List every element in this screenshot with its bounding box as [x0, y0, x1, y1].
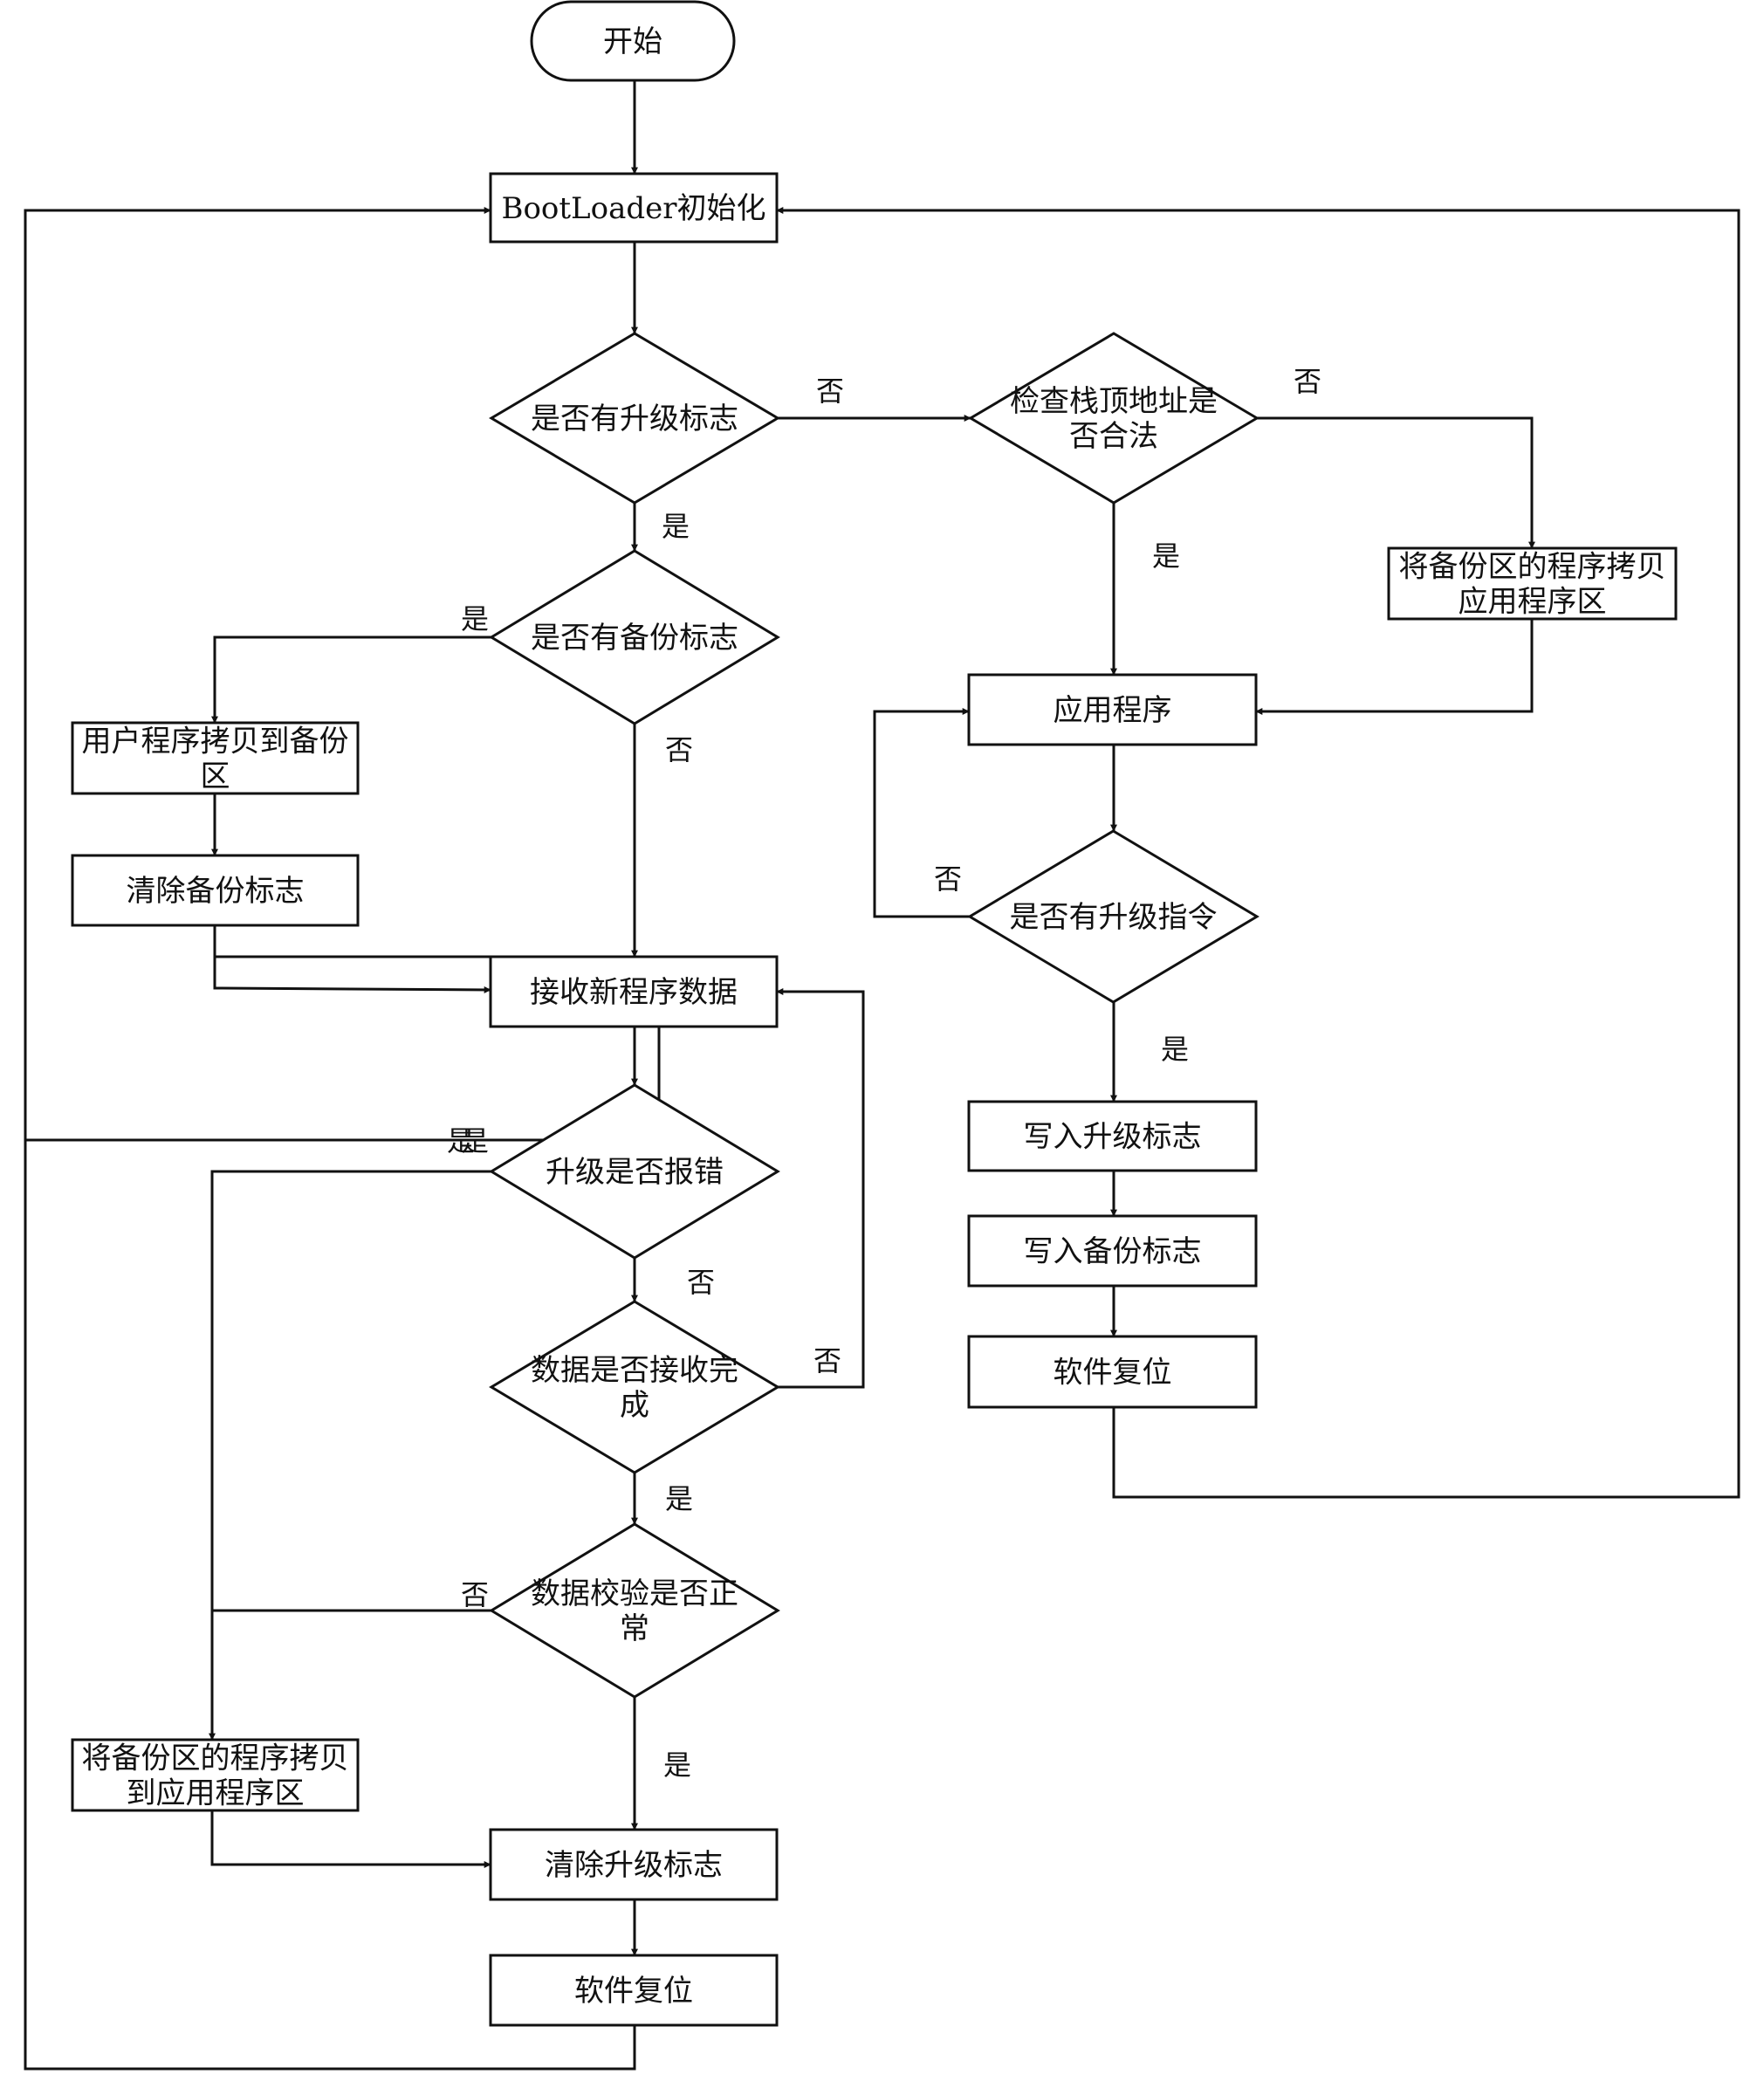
- process-shape: [967, 673, 1258, 746]
- node-label: 成: [620, 1388, 649, 1423]
- edge-check-stack-addr-to-restore-backup-right: [1257, 416, 1535, 549]
- node-label: 否合法: [1069, 419, 1158, 454]
- node-label: 清除备份标志: [127, 874, 305, 909]
- node-label: 将备份区的程序拷贝: [82, 1741, 349, 1776]
- decision-shape: [489, 332, 780, 505]
- edge-label-no: 否: [816, 374, 844, 408]
- edge-label-no: 否: [461, 1578, 489, 1611]
- node-label: 软件复位: [1054, 1356, 1172, 1391]
- node-label: 用户程序拷贝到备份: [82, 725, 349, 759]
- node-label: 是否有升级指令: [1010, 900, 1218, 935]
- process-shape: [967, 1335, 1258, 1409]
- terminal-shape: [530, 0, 736, 82]
- node-upgrade-error: 升级是否报错: [489, 1083, 780, 1260]
- node-label: 到应用程序区: [127, 1776, 305, 1811]
- decision-shape: [489, 1522, 780, 1699]
- edge-has-backup-flag-to-copy-user-to-backup: [211, 635, 491, 724]
- node-application: 应用程序: [967, 673, 1258, 746]
- edge-label-yes: 是: [461, 1124, 489, 1157]
- edge-has-upgrade-cmd-to-application: [873, 708, 970, 918]
- decision-shape: [489, 549, 780, 725]
- edge-data-complete-to-receive-new-data: [776, 988, 865, 1389]
- process-shape: [489, 172, 779, 244]
- edge-label-yes: 是: [447, 1124, 475, 1157]
- process-shape: [967, 1214, 1258, 1288]
- process-shape: [489, 1954, 779, 2027]
- node-label: 写入升级标志: [1024, 1120, 1202, 1155]
- process-shape: [71, 854, 360, 927]
- node-label: 检查栈顶地址是: [1010, 384, 1218, 419]
- edge-label-yes: 是: [1152, 539, 1180, 573]
- node-label: 开始: [603, 24, 662, 59]
- edge-upgrade-error-yes-overlap-connector: [25, 955, 661, 1142]
- node-label: 清除升级标志: [545, 1848, 723, 1883]
- process-shape: [489, 1828, 779, 1901]
- node-write-backup-flag: 写入备份标志: [967, 1214, 1258, 1288]
- node-label: BootLoader初始化: [501, 191, 765, 226]
- edge-soft-reset-right-to-bootloader-init: [776, 207, 1740, 1499]
- node-label: 软件复位: [574, 1974, 693, 2009]
- node-has-upgrade-flag: 是否有升级标志: [489, 332, 780, 505]
- edge-label-yes: 是: [461, 602, 489, 635]
- edge-label-no: 否: [665, 733, 693, 766]
- node-clear-upgrade-flag: 清除升级标志: [489, 1828, 779, 1901]
- edge-restore-backup-left-to-clear-upgrade-flag: [210, 1810, 491, 1868]
- process-shape: [967, 1100, 1258, 1172]
- edge-upgrade-error-to-restore-backup-left: [209, 1170, 491, 1741]
- edge-clear-backup-flag-to-receive-new-data: [213, 925, 491, 993]
- nodes-layer: 开始 BootLoader初始化是否有升级标志是否有备份标志用户程序拷贝到备份区清…: [71, 0, 1678, 2027]
- node-label: 是否有升级标志: [531, 402, 738, 436]
- node-label: 接收新程序数据: [530, 975, 738, 1010]
- node-label: 将备份区的程序拷贝: [1399, 550, 1666, 585]
- edge-label-no: 否: [687, 1266, 715, 1299]
- process-shape: [1387, 546, 1678, 621]
- edge-restore-backup-right-to-application: [1255, 619, 1534, 715]
- node-label: 常: [620, 1611, 649, 1646]
- node-receive-new-data: 接收新程序数据: [489, 955, 779, 1028]
- edges-layer: [24, 80, 1740, 2071]
- edge-label-yes: 是: [662, 510, 690, 543]
- edge-label-no: 否: [934, 862, 962, 896]
- node-has-upgrade-cmd: 是否有升级指令: [967, 829, 1260, 1004]
- node-label: 区: [201, 759, 230, 794]
- edge-label-no: 否: [1294, 365, 1321, 398]
- node-clear-backup-flag: 清除备份标志: [71, 854, 360, 927]
- node-bootloader-init: BootLoader初始化: [489, 172, 779, 244]
- edge-label-no: 否: [813, 1344, 841, 1377]
- node-label: 升级是否报错: [546, 1155, 724, 1190]
- node-label: 应用程序区: [1459, 585, 1607, 620]
- node-start: 开始: [530, 0, 736, 82]
- decision-shape: [489, 1083, 780, 1260]
- decision-shape: [489, 1300, 780, 1474]
- node-label: 是否有备份标志: [531, 621, 738, 656]
- node-label: 数据校验是否正: [531, 1576, 738, 1611]
- node-write-upgrade-flag: 写入升级标志: [967, 1100, 1258, 1172]
- edge-label-yes: 是: [1161, 1033, 1189, 1066]
- node-has-backup-flag: 是否有备份标志: [489, 549, 780, 725]
- process-shape: [489, 955, 779, 1028]
- decision-shape: [967, 829, 1260, 1004]
- node-label: 应用程序: [1054, 693, 1172, 728]
- node-label: 数据是否接收完: [531, 1353, 738, 1388]
- decision-shape: [968, 332, 1260, 505]
- process-shape: [71, 721, 360, 795]
- edge-label-yes: 是: [665, 1482, 693, 1515]
- node-label: 写入备份标志: [1024, 1234, 1202, 1269]
- edge-label-yes: 是: [663, 1748, 691, 1782]
- node-soft-reset-right: 软件复位: [967, 1335, 1258, 1409]
- edge-soft-reset-left-to-bootloader-init: [24, 207, 636, 2071]
- node-soft-reset-left: 软件复位: [489, 1954, 779, 2027]
- process-shape: [71, 1738, 360, 1812]
